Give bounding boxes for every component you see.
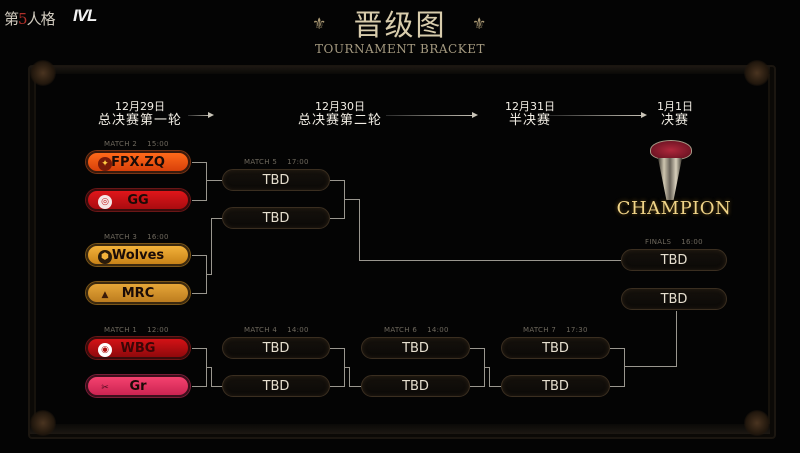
bracket-connector-line — [192, 293, 206, 294]
corner-ornament-icon — [744, 60, 770, 86]
bracket-connector-line — [206, 162, 207, 201]
bracket-connector-line — [192, 162, 206, 163]
round-name: 决赛 — [660, 113, 689, 128]
round-name: 总决赛第二轮 — [297, 113, 382, 128]
round-arrow — [188, 112, 214, 118]
bracket-connector-line — [211, 218, 223, 219]
fleur-right-icon: ⚜ — [472, 14, 487, 33]
frame-top-bar — [30, 66, 770, 74]
corner-ornament-icon — [30, 410, 56, 436]
round-name: 半决赛 — [508, 113, 551, 128]
bracket-connector-line — [349, 386, 361, 387]
frame-bottom-bar — [30, 424, 770, 434]
bracket-connector-line — [470, 386, 484, 387]
bracket-connector-line — [330, 218, 344, 219]
round-date: 12月30日 — [315, 100, 365, 113]
bracket-connector-line — [359, 199, 360, 260]
round-arrow — [386, 112, 478, 118]
wbg-logo-icon: ◉ — [98, 343, 112, 357]
match6-slot-2[interactable]: TBD — [361, 375, 470, 397]
bracket-connector-line — [349, 367, 350, 386]
team-name: MRC — [121, 285, 155, 301]
match4-slot-2[interactable]: TBD — [222, 375, 330, 397]
match5-slot-1[interactable]: TBD — [222, 169, 330, 191]
page-subtitle: TOURNAMENT BRACKET — [315, 42, 485, 56]
bracket-connector-line — [676, 311, 677, 367]
team-slot-wbg[interactable]: ◉ WBG — [86, 337, 190, 359]
bracket-connector-line — [330, 386, 344, 387]
corner-ornament-icon — [744, 410, 770, 436]
bracket-connector-line — [610, 348, 624, 349]
trophy-icon — [650, 140, 692, 160]
identity-v-logo: 第5人格 — [4, 10, 56, 28]
bracket-connector-line — [192, 200, 206, 201]
round-date: 12月29日 — [115, 100, 165, 113]
bracket-connector-line — [484, 367, 489, 368]
corner-ornament-icon — [30, 60, 56, 86]
round-header-2: 12月30日 总决赛第二轮 — [280, 100, 400, 129]
finals-slot-2[interactable]: TBD — [621, 288, 727, 310]
wolves-logo-icon: ⬢ — [98, 250, 112, 264]
team-name: Wolves — [111, 247, 165, 263]
bracket-connector-line — [330, 348, 344, 349]
ivl-logo: IVL — [73, 6, 97, 25]
bracket-connector-line — [206, 180, 222, 181]
bracket-connector-line — [211, 386, 223, 387]
team-slot-gg[interactable]: ◎ GG — [86, 189, 190, 211]
match4-slot-1[interactable]: TBD — [222, 337, 330, 359]
bracket-connector-line — [211, 218, 212, 275]
match7-slot-2[interactable]: TBD — [501, 375, 610, 397]
match7-slot-1[interactable]: TBD — [501, 337, 610, 359]
mrc-logo-icon: ▲ — [101, 290, 109, 300]
round-arrow — [550, 112, 647, 118]
bracket-connector-line — [624, 366, 677, 367]
champion-label: CHAMPION — [616, 198, 732, 219]
round-date: 12月31日 — [505, 100, 555, 113]
bracket-connector-line — [206, 274, 211, 275]
bracket-connector-line — [192, 255, 206, 256]
round-header-4: 1月1日 决赛 — [640, 100, 710, 129]
bracket-connector-line — [192, 386, 206, 387]
team-slot-wolves[interactable]: ⬢ Wolves — [86, 244, 190, 266]
match5-slot-2[interactable]: TBD — [222, 207, 330, 229]
team-name: Gr — [129, 378, 147, 394]
round-name: 总决赛第一轮 — [97, 113, 182, 128]
bracket-connector-line — [211, 367, 212, 386]
team-name: GG — [127, 192, 149, 208]
bracket-connector-line — [344, 367, 349, 368]
team-slot-mrc[interactable]: ▲ MRC — [86, 282, 190, 304]
round-header-1: 12月29日 总决赛第一轮 — [80, 100, 200, 129]
bracket-connector-line — [359, 260, 621, 261]
bracket-connector-line — [610, 386, 624, 387]
bracket-connector-line — [470, 348, 484, 349]
gg-logo-icon: ◎ — [98, 195, 112, 209]
page-title: 晋级图 — [353, 8, 447, 42]
bracket-connector-line — [330, 180, 344, 181]
bracket-connector-line — [489, 367, 490, 386]
team-slot-fpx-zq[interactable]: ✦ FPX.ZQ — [86, 151, 190, 173]
bracket-connector-line — [344, 199, 360, 200]
finals-slot-1[interactable]: TBD — [621, 249, 727, 271]
fleur-left-icon: ⚜ — [312, 14, 327, 33]
fpx-logo-icon: ✦ — [98, 157, 112, 171]
team-slot-gr[interactable]: ✂ Gr — [86, 375, 190, 397]
round-header-3: 12月31日 半决赛 — [480, 100, 580, 129]
bracket-connector-line — [624, 348, 625, 387]
team-name: WBG — [120, 340, 156, 356]
bracket-connector-line — [192, 348, 206, 349]
gr-logo-icon: ✂ — [101, 383, 109, 393]
round-date: 1月1日 — [657, 100, 693, 113]
match6-slot-1[interactable]: TBD — [361, 337, 470, 359]
bracket-connector-line — [489, 386, 501, 387]
team-name: FPX.ZQ — [111, 154, 165, 170]
bracket-connector-line — [206, 367, 211, 368]
